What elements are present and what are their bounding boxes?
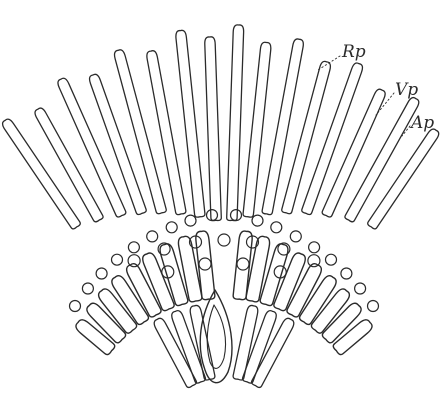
central-cell-inner	[207, 305, 225, 368]
pores	[70, 210, 379, 312]
pore-1	[82, 283, 93, 294]
pore-27	[237, 258, 249, 270]
pore-21	[218, 234, 230, 246]
pore-26	[199, 258, 211, 270]
pore-4	[128, 242, 139, 253]
plate-7	[205, 37, 222, 221]
pore-12	[290, 231, 301, 242]
pore-3	[112, 254, 123, 265]
plate-10	[262, 39, 303, 215]
central-cell	[200, 290, 232, 383]
pore-14	[326, 254, 337, 265]
label-ap: Ap	[411, 115, 434, 132]
plate-4	[115, 50, 167, 214]
radial-plates	[3, 25, 439, 388]
pore-17	[368, 301, 379, 312]
plate-6	[176, 30, 205, 217]
pore-10	[252, 215, 263, 226]
pore-5	[147, 231, 158, 242]
plate-14	[345, 98, 419, 222]
pore-24	[308, 255, 320, 267]
pore-15	[341, 268, 352, 279]
pore-16	[355, 283, 366, 294]
plate-13	[322, 89, 385, 217]
pore-11	[271, 222, 282, 233]
pore-6	[166, 222, 177, 233]
plate-11	[282, 61, 331, 213]
plate-36	[190, 305, 215, 380]
pore-18	[128, 255, 140, 267]
plate-38	[243, 311, 277, 383]
pore-9	[231, 210, 242, 221]
plate-9	[243, 42, 271, 217]
pore-8	[207, 210, 218, 221]
plate-0	[3, 119, 81, 229]
plate-8	[227, 25, 244, 221]
pore-13	[309, 242, 320, 253]
label-vp: Vp	[395, 82, 418, 99]
pore-2	[96, 268, 107, 279]
plate-16	[76, 320, 115, 355]
label-rp: Rp	[342, 44, 366, 61]
plate-33	[333, 320, 372, 355]
pore-0	[70, 301, 81, 312]
pore-7	[185, 215, 196, 226]
plate-15	[368, 129, 439, 229]
